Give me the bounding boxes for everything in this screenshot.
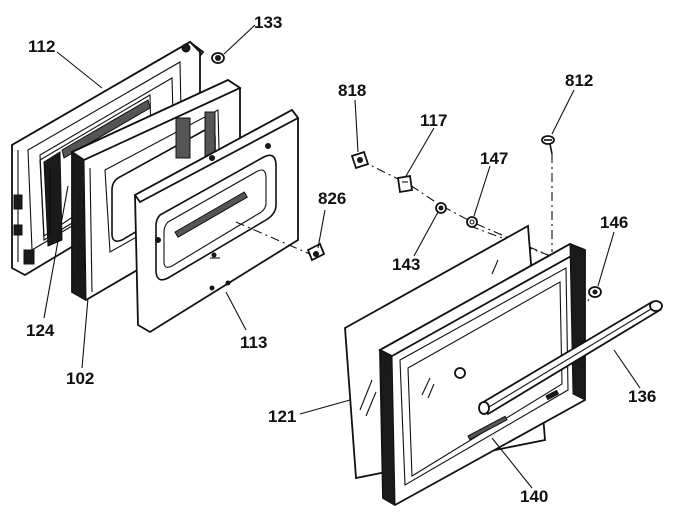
part-826-screw [235, 221, 326, 262]
label-146: 146 [600, 213, 628, 232]
label-812: 812 [565, 71, 593, 90]
part-147-washer [466, 216, 478, 228]
part-146-washer [588, 286, 602, 298]
part-818-screw [350, 150, 370, 170]
label-133: 133 [254, 13, 282, 32]
part-labels: 112 133 124 102 113 826 818 117 147 143 … [26, 13, 656, 506]
label-826: 826 [318, 189, 346, 208]
label-124: 124 [26, 321, 55, 340]
label-818: 818 [338, 81, 366, 100]
label-112: 112 [28, 37, 55, 56]
label-102: 102 [66, 369, 94, 388]
part-812-screw [541, 135, 555, 155]
part-117-clip [396, 174, 414, 194]
part-143-washer [435, 202, 447, 214]
label-143: 143 [392, 255, 420, 274]
part-113-outer-panel [133, 108, 300, 334]
label-113: 113 [240, 333, 267, 352]
label-121: 121 [268, 407, 296, 426]
label-136: 136 [628, 387, 656, 406]
part-133-screw [211, 52, 225, 64]
part-136-handle [478, 300, 663, 416]
label-117: 117 [420, 111, 447, 130]
leader-lines [43, 24, 641, 489]
label-140: 140 [520, 487, 548, 506]
label-147: 147 [480, 149, 508, 168]
